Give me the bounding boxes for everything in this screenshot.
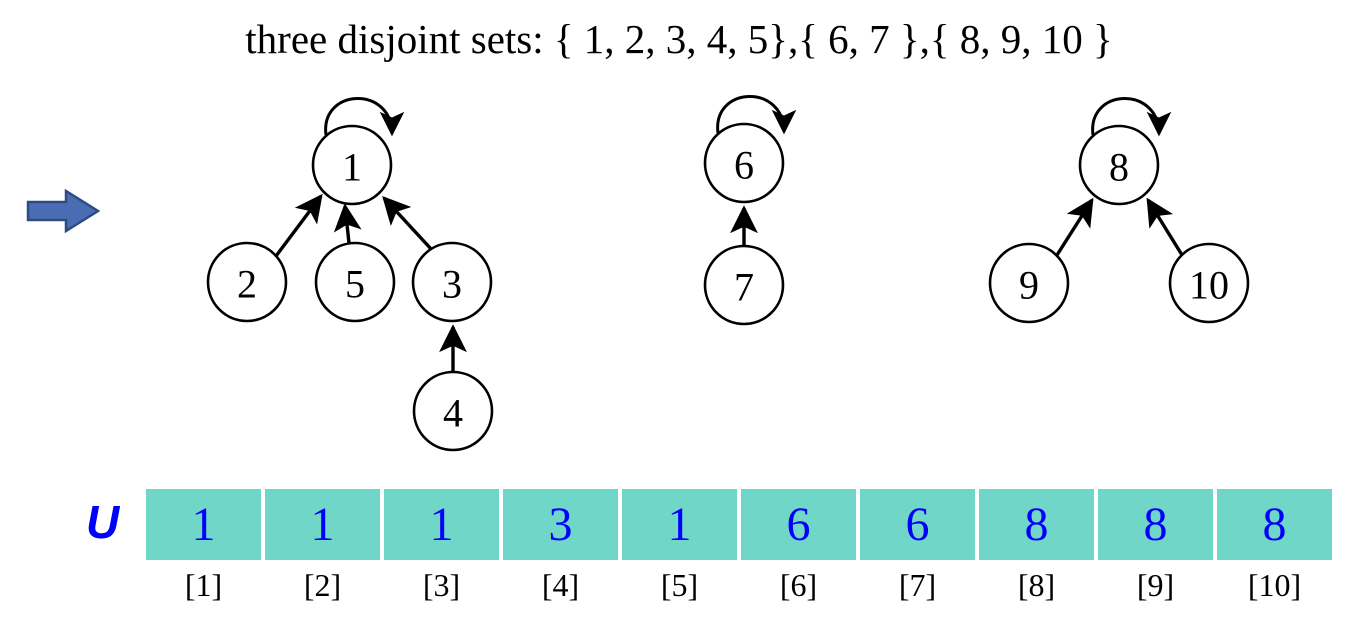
- array-index-label: [9]: [1136, 567, 1175, 603]
- disjoint-set-forest-diagram: 1 2 5 3 4: [0, 80, 1358, 470]
- array-index-label: [4]: [541, 567, 580, 603]
- array-index-label: [10]: [1247, 567, 1302, 603]
- array-index-label: [7]: [898, 567, 937, 603]
- node-3[interactable]: 3: [411, 241, 493, 323]
- array-cell[interactable]: 6: [741, 489, 856, 560]
- right-block-arrow-icon: [26, 188, 101, 234]
- node-2[interactable]: 2: [206, 241, 288, 323]
- array-cell[interactable]: 1: [265, 489, 380, 560]
- self-loop-8: [1091, 97, 1172, 137]
- node-7[interactable]: 7: [703, 244, 785, 326]
- node-8[interactable]: 8: [1078, 124, 1160, 206]
- edge-10-to-8: [1146, 197, 1184, 256]
- node-10[interactable]: 10: [1168, 242, 1250, 324]
- array-cell[interactable]: 1: [622, 489, 737, 560]
- node-2-label: 2: [237, 262, 257, 307]
- array-cell[interactable]: 1: [146, 489, 261, 560]
- node-5-label: 5: [345, 262, 365, 307]
- array-index-label: [2]: [303, 567, 342, 603]
- edge-5-to-1: [333, 203, 362, 244]
- array-index-label: [3]: [422, 567, 461, 603]
- array-cell[interactable]: 1: [384, 489, 499, 560]
- node-9[interactable]: 9: [988, 242, 1070, 324]
- self-loop-1: [324, 97, 405, 137]
- node-3-label: 3: [442, 262, 462, 307]
- array-index-label: [5]: [660, 567, 699, 603]
- array-index-label: [8]: [1017, 567, 1056, 603]
- self-loop-6: [716, 95, 797, 135]
- edge-3-to-1: [382, 196, 434, 252]
- array-index-label: [1]: [184, 567, 223, 603]
- node-4[interactable]: 4: [412, 370, 494, 452]
- array-name-label: U: [86, 496, 120, 548]
- node-10-label: 10: [1189, 263, 1229, 308]
- node-9-label: 9: [1019, 263, 1039, 308]
- array-cell[interactable]: 8: [1217, 489, 1332, 560]
- array-cell[interactable]: 3: [503, 489, 618, 560]
- node-6[interactable]: 6: [703, 122, 785, 204]
- node-4-label: 4: [443, 391, 463, 436]
- page-title: three disjoint sets: { 1, 2, 3, 4, 5},{ …: [245, 16, 1113, 62]
- array-index-labels: [1] [2] [3] [4] [5] [6] [7] [8] [9] [10]: [146, 567, 1332, 604]
- node-5[interactable]: 5: [314, 241, 396, 323]
- node-1-label: 1: [342, 145, 362, 190]
- array-index-label: [6]: [779, 567, 818, 603]
- array-cell[interactable]: 8: [979, 489, 1094, 560]
- node-1[interactable]: 1: [311, 124, 393, 206]
- array-cell[interactable]: 6: [860, 489, 975, 560]
- edge-9-to-8: [1055, 197, 1094, 256]
- node-8-label: 8: [1109, 145, 1129, 190]
- node-7-label: 7: [734, 265, 754, 310]
- node-6-label: 6: [734, 143, 754, 188]
- array-cell[interactable]: 8: [1098, 489, 1213, 560]
- parent-array: 1 1 1 3 1 6 6 8 8 8: [146, 489, 1332, 560]
- edge-2-to-1: [274, 193, 323, 258]
